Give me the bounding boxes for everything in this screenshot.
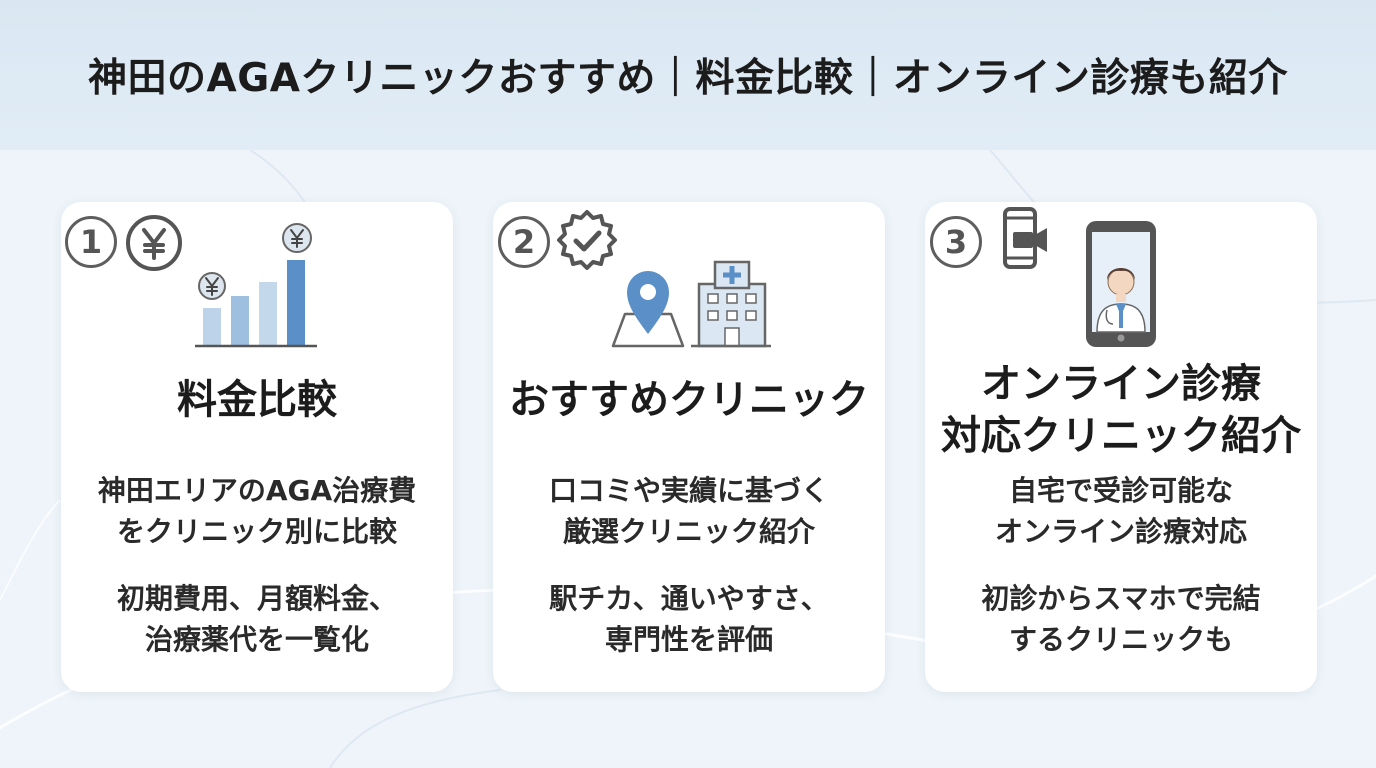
card-price-comparison: 1 料金比較 神田エリアのAGA治療費 をクリニック別に比較 初期費用、月額料金… [61, 202, 453, 692]
card-description-2: 初期費用、月額料金、 治療薬代を一覧化 [116, 582, 397, 656]
card-description-1: 口コミや実績に基づく 厳選クリニック紹介 [548, 474, 829, 548]
card-title: 料金比較 [177, 377, 337, 423]
yen-icon [126, 215, 182, 271]
card-number-badge: 1 [65, 216, 117, 268]
bar-chart-yen-icon [195, 223, 317, 348]
phone-doctor-icon [1086, 221, 1156, 347]
card-title: おすすめクリニック [509, 377, 869, 423]
map-pin-hospital-icon [611, 260, 771, 348]
card-description-2: 初診からスマホで完結 するクリニックも [981, 582, 1261, 656]
card-recommended-clinic: 2 おすすめクリニック 口コミや実績に基づく 厳選クリニック紹介 駅チカ、通いや… [493, 202, 885, 692]
card-online-consultation: 3 オンライン診療 対応クリニック紹介 自宅で受診可能な オンライン診療対応 初… [925, 202, 1317, 692]
card-title: オンライン診療 対応クリニック紹介 [941, 361, 1301, 459]
card-description-1: 自宅で受診可能な オンライン診療対応 [994, 474, 1247, 548]
card-description-1: 神田エリアのAGA治療費 をクリニック別に比較 [97, 474, 417, 548]
page-title: 神田のAGAクリニックおすすめ｜料金比較｜オンライン診療も紹介 [88, 56, 1288, 101]
card-description-2: 駅チカ、通いやすさ、 専門性を評価 [549, 582, 829, 656]
page-header: 神田のAGAクリニックおすすめ｜料金比較｜オンライン診療も紹介 [0, 0, 1376, 150]
card-number-badge: 2 [498, 216, 550, 268]
verified-badge-icon [557, 210, 617, 270]
card-number-badge: 3 [930, 216, 982, 268]
video-call-icon [1003, 207, 1047, 269]
